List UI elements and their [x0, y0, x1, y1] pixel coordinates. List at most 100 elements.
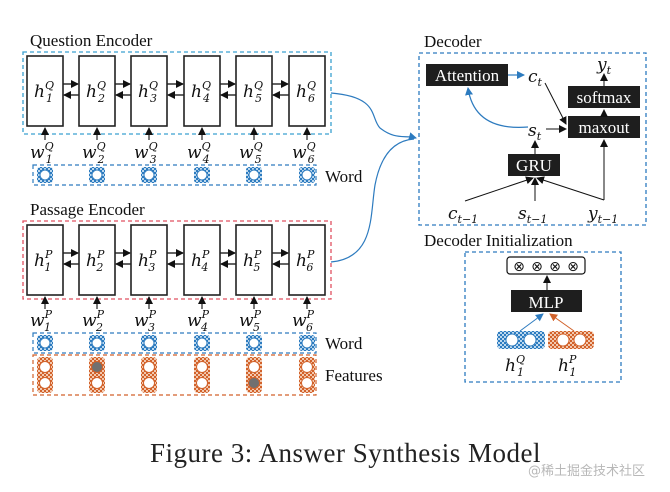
decoder-init-border: [464, 251, 622, 383]
attention-box: [426, 64, 508, 86]
passage-word-label: Word: [325, 334, 363, 353]
feature-unit: [91, 361, 103, 373]
decoder-title: Decoder: [424, 32, 482, 51]
word-embedding-unit: [196, 169, 208, 181]
c-t-label: ct: [528, 67, 543, 89]
decoder-border: [418, 52, 647, 226]
maxout-label: maxout: [579, 118, 630, 137]
init-state-vector: [506, 256, 586, 275]
word-embedding-unit: [143, 169, 155, 181]
word-embedding-unit: [91, 337, 103, 349]
word-embedding-unit: [248, 169, 260, 181]
encoder-cell: [183, 55, 221, 127]
mlp-box: [511, 290, 582, 312]
word-embedding-unit: [301, 337, 313, 349]
maxout-box: [568, 116, 640, 138]
softmax-label: softmax: [577, 88, 632, 107]
hp-to-mlp-arrow: [549, 313, 575, 332]
question-encoder-border: [22, 51, 332, 135]
passage-word-embedding-row: [32, 332, 317, 354]
hp-vector-unit: [573, 333, 587, 347]
feature-unit: [301, 377, 313, 389]
state-to-attention-arrow: [465, 87, 529, 128]
encoder-cell: [288, 55, 326, 127]
feature-unit: [143, 361, 155, 373]
init-state-unit-icon: ⊗: [567, 259, 579, 275]
encoder-cell: [130, 55, 168, 127]
hp-vector: [548, 331, 594, 349]
question-word-embedding-row: [32, 164, 317, 186]
context-to-maxout-arrow: [544, 82, 567, 125]
figure-caption: Figure 3: Answer Synthesis Model: [150, 438, 541, 468]
encoder-cell: [26, 55, 64, 127]
feature-unit: [143, 377, 155, 389]
passage-encoder-title: Passage Encoder: [30, 200, 145, 219]
word-embedding-unit: [143, 337, 155, 349]
init-state-unit-icon: ⊗: [549, 259, 561, 275]
encoder-cell: [26, 224, 64, 296]
question-word-label: Word: [325, 167, 363, 186]
decoder: Decoder Attention softmax maxout GRU ct …: [418, 32, 647, 226]
passage-to-decoder-connector: [330, 138, 415, 263]
word-embedding-unit: [39, 169, 51, 181]
feature-unit: [301, 361, 313, 373]
c-prev-to-gru-arrow: [464, 176, 534, 202]
question-encoder-title: Question Encoder: [30, 31, 153, 50]
attention-label: Attention: [435, 66, 500, 85]
feature-unit: [91, 377, 103, 389]
encoder-cell: [288, 224, 326, 296]
y-prev-label: yt−1: [587, 204, 618, 226]
init-state-unit-icon: ⊗: [531, 259, 543, 275]
passage-features-row: [32, 354, 317, 396]
softmax-box: [568, 86, 640, 108]
init-state-unit-icon: ⊗: [513, 259, 525, 275]
feature-unit: [248, 377, 260, 389]
word-embedding-unit: [91, 169, 103, 181]
word-embedding-unit: [196, 337, 208, 349]
feature-unit: [196, 361, 208, 373]
encoder-cell: [78, 224, 116, 296]
passage-features-label: Features: [325, 366, 383, 385]
feature-unit: [39, 361, 51, 373]
hq-vector: [497, 331, 545, 349]
feature-unit: [39, 377, 51, 389]
decoder-init-title: Decoder Initialization: [424, 231, 573, 250]
s-t-label: st: [528, 121, 542, 143]
y-prev-to-gru-arrow: [536, 176, 605, 201]
word-embedding-unit: [39, 337, 51, 349]
feature-unit: [196, 377, 208, 389]
word-embedding-unit: [248, 337, 260, 349]
mlp-label: MLP: [529, 293, 564, 312]
passage-encoder-border: [22, 220, 332, 300]
hq-vector-unit: [505, 333, 519, 347]
c-prev-label: ct−1: [448, 204, 478, 226]
gru-label: GRU: [516, 156, 552, 175]
watermark: @稀土掘金技术社区: [528, 464, 646, 479]
encoder-cell: [235, 224, 273, 296]
s-prev-label: st−1: [518, 204, 547, 226]
